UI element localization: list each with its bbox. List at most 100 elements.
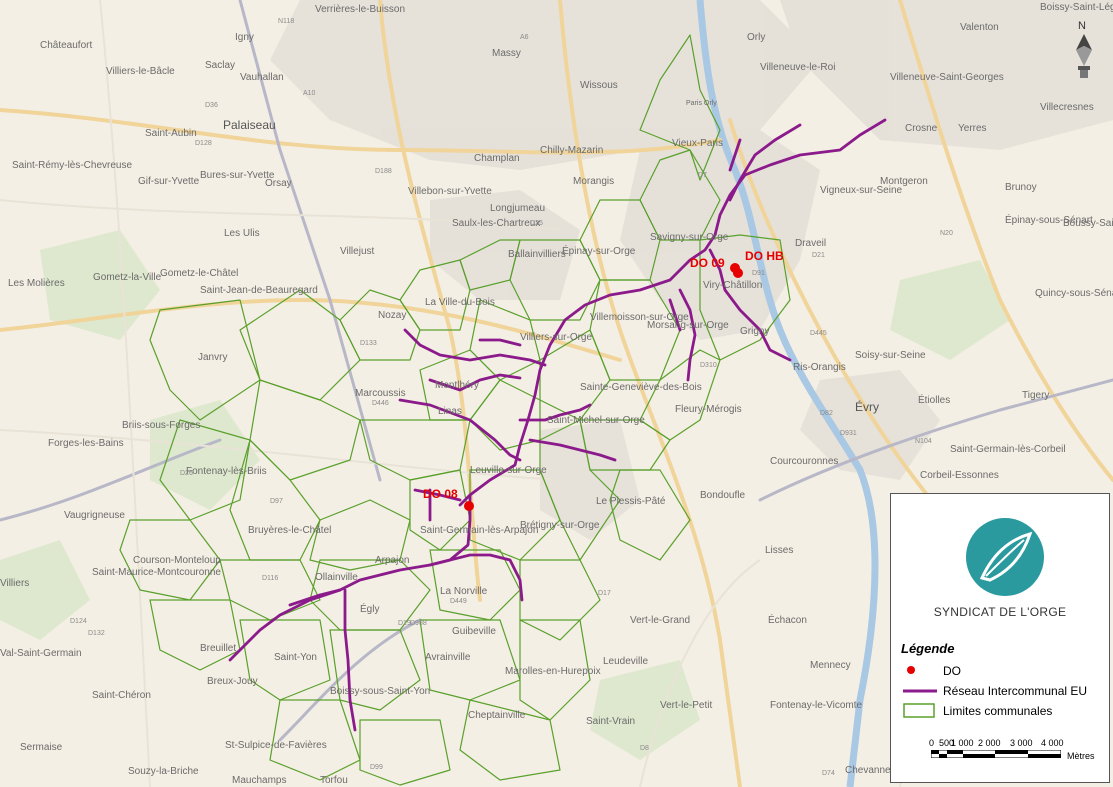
- scale-unit: Mètres: [1067, 751, 1095, 761]
- syndicat-logo-icon: [966, 518, 1044, 596]
- place-label: Chilly-Mazarin: [540, 145, 604, 156]
- place-label: Villiers: [0, 578, 30, 589]
- place-label: Sermaise: [20, 742, 63, 753]
- place-label: Villebon-sur-Yvette: [408, 186, 492, 197]
- road-label: D446: [372, 400, 389, 407]
- place-label: Avrainville: [425, 652, 471, 663]
- place-label: Orly: [747, 32, 766, 43]
- place-label: Vieux-Paris: [672, 138, 723, 149]
- place-label: Vert-le-Grand: [630, 615, 691, 626]
- place-label: Marcoussis: [355, 388, 406, 399]
- road-label: D26: [180, 470, 193, 477]
- place-label: Morsang-sur-Orge: [647, 320, 729, 331]
- road-label: D310: [700, 362, 717, 369]
- road-label: N20: [940, 230, 953, 237]
- place-label: Sainte-Geneviève-des-Bois: [580, 382, 702, 393]
- place-label: Ris-Orangis: [793, 362, 846, 373]
- place-label: Vauhallan: [240, 72, 284, 83]
- road-label: D116: [262, 575, 279, 582]
- place-label: Bruyères-le-Châtel: [248, 525, 332, 536]
- place-label: Ballainvilliers: [508, 249, 566, 260]
- place-label: Leudeville: [603, 656, 649, 667]
- place-label: Bures-sur-Yvette: [200, 170, 275, 181]
- place-label: Morangis: [573, 176, 615, 187]
- place-label: Saclay: [205, 60, 236, 71]
- road-label: D133: [360, 340, 377, 347]
- place-label: Villeneuve-le-Roi: [760, 62, 836, 73]
- do-point-hb: [733, 268, 743, 278]
- place-label: Val-Saint-Germain: [0, 648, 82, 659]
- road-label: A10: [303, 90, 316, 97]
- place-label: Saint-Jean-de-Beauregard: [200, 285, 318, 296]
- place-label: Saint-Vrain: [586, 716, 636, 727]
- place-label: Fontenay-lès-Briis: [186, 466, 267, 477]
- place-label: Le Plessis-Pâté: [596, 496, 666, 507]
- place-label: Saint-Chéron: [92, 690, 151, 701]
- place-label: Savigny-sur-Orge: [650, 232, 729, 243]
- place-label: Draveil: [795, 238, 827, 249]
- road-label: D931: [840, 430, 857, 437]
- place-label: Lisses: [765, 545, 794, 556]
- place-label: Villemoisson-sur-Orge: [590, 312, 689, 323]
- place-label: La Norville: [440, 586, 488, 597]
- place-label: Tigery: [1022, 390, 1050, 401]
- place-label: Igny: [235, 32, 254, 43]
- legend-item-communes: Limites communales: [901, 702, 1106, 720]
- place-label: Verrières-le-Buisson: [315, 4, 406, 15]
- place-label: Leuville-sur-Orge: [470, 465, 547, 476]
- place-label: Corbeil-Essonnes: [920, 470, 999, 481]
- road-label: D25: [530, 220, 543, 227]
- north-label: N: [1078, 20, 1086, 32]
- scale-bar: [931, 750, 1061, 758]
- legend-item-label: Réseau Intercommunal EU: [943, 684, 1088, 698]
- place-label: Saint-Rémy-lès-Chevreuse: [12, 160, 133, 171]
- road-label: D36: [205, 102, 218, 109]
- place-label: Forges-les-Bains: [48, 438, 124, 449]
- place-label: Saint-Germain-lès-Arpajon: [420, 525, 539, 536]
- place-label: Paris Orly: [686, 100, 717, 107]
- north-arrow-icon: [1076, 34, 1092, 78]
- road-label: D19: [398, 620, 411, 627]
- place-label: Longjumeau: [490, 203, 546, 214]
- place-label: Fleury-Mérogis: [675, 404, 742, 415]
- place-label: Boissy-Saint-Léger: [1040, 2, 1113, 13]
- place-label: Ollainville: [315, 572, 358, 583]
- place-label: Linas: [438, 406, 462, 417]
- scale-label: 1 000: [951, 738, 974, 748]
- legend-item-network: Réseau Intercommunal EU: [901, 682, 1106, 700]
- place-label: Villeneuve-Saint-Georges: [890, 72, 1004, 83]
- road-label: D988: [410, 620, 427, 627]
- place-label: Les Ulis: [224, 228, 260, 239]
- place-label: Châteaufort: [40, 40, 93, 51]
- place-label: Yerres: [958, 123, 987, 134]
- scale-label: 4 000: [1041, 738, 1064, 748]
- scale-label: 0: [929, 738, 935, 748]
- place-label: Cheptainville: [468, 710, 526, 721]
- place-label: Crosne: [905, 123, 938, 134]
- place-label: Briis-sous-Forges: [122, 420, 201, 431]
- place-label: Palaiseau: [223, 118, 276, 132]
- road-label: N118: [278, 18, 295, 25]
- legend-org-name: SYNDICAT DE L'ORGE: [933, 605, 1067, 619]
- place-label: Gif-sur-Yvette: [138, 176, 200, 187]
- place-label: Villecresnes: [1040, 102, 1094, 113]
- place-label: Gometz-le-Châtel: [160, 268, 239, 279]
- place-label: Vaugrigneuse: [64, 510, 125, 521]
- place-label: Massy: [492, 48, 521, 59]
- place-label: Boissy-sous-Saint-Yon: [330, 686, 431, 697]
- legend-item-label: DO: [943, 664, 961, 678]
- road-label: D449: [450, 598, 467, 605]
- place-label: Gometz-la-Ville: [93, 272, 162, 283]
- place-label: Saint-Germain-lès-Corbeil: [950, 444, 1066, 455]
- legend-item-label: Limites communales: [943, 704, 1053, 718]
- place-label: Saint-Yon: [274, 652, 317, 663]
- road-label: D445: [810, 330, 827, 337]
- place-label: Fontenay-le-Vicomte: [770, 700, 863, 711]
- place-label: Étiolles: [918, 395, 951, 406]
- place-label: Torfou: [320, 775, 348, 786]
- road-label: A6: [520, 34, 529, 41]
- legend-item-do: DO: [901, 662, 1106, 680]
- place-label: Mennecy: [810, 660, 851, 671]
